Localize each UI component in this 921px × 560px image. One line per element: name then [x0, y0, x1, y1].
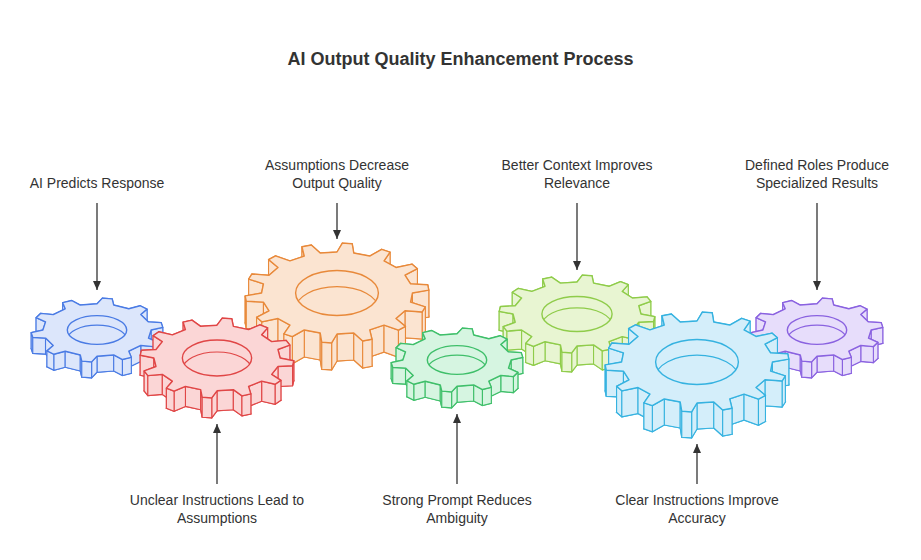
- gear-side: [262, 381, 275, 404]
- gear-hole-wall: [67, 325, 126, 354]
- gear-side: [753, 337, 766, 354]
- gear-side: [766, 338, 774, 361]
- gear-side: [861, 345, 874, 362]
- gear-side: [682, 411, 692, 438]
- gear-label: AI Predicts Response: [0, 174, 202, 192]
- gear-side: [322, 342, 332, 370]
- gear-side: [507, 330, 522, 350]
- leader-arrow: [696, 444, 697, 484]
- gear-hole-wall: [427, 355, 486, 384]
- gear-shape: [602, 309, 792, 441]
- gear-side: [482, 387, 491, 405]
- gear-face: [245, 243, 429, 343]
- gear-side: [622, 388, 638, 417]
- gear-node: Unclear Instructions Lead to Assumptions: [137, 315, 297, 421]
- gear-side: [526, 343, 534, 365]
- gear-shape: [388, 325, 526, 411]
- gear-label: Strong Prompt Reduces Ambiguity: [372, 491, 542, 527]
- gear-shape: [137, 315, 297, 421]
- gear-face: [751, 298, 883, 362]
- gear-side: [122, 357, 131, 375]
- gear-side: [697, 402, 714, 429]
- gear-hole-wall: [182, 352, 251, 388]
- gear-hole: [787, 316, 846, 345]
- gear-side: [644, 403, 652, 432]
- gear-side: [363, 339, 372, 368]
- leader-arrow: [816, 203, 817, 290]
- gear-side: [82, 361, 92, 378]
- gear-side: [758, 395, 765, 425]
- gear-side: [562, 352, 572, 372]
- gear-side: [842, 357, 851, 375]
- gear-hole: [182, 340, 251, 376]
- gear-side: [304, 330, 320, 360]
- gear-side: [242, 394, 251, 416]
- gear-side: [457, 385, 474, 402]
- gear-hole: [67, 316, 126, 345]
- gear-node: Strong Prompt Reduces Ambiguity: [388, 325, 526, 411]
- gear-side: [393, 367, 406, 384]
- gear-side: [767, 351, 774, 370]
- gear-hole-wall: [787, 325, 846, 354]
- leader-arrow: [336, 203, 337, 239]
- gear-label: Unclear Instructions Lead to Assumptions: [112, 491, 322, 527]
- gear-side: [751, 333, 753, 354]
- gear-side: [442, 391, 452, 408]
- gear-face: [605, 312, 789, 412]
- gear-side: [767, 345, 773, 366]
- gear-hole: [427, 346, 486, 375]
- gear-side: [217, 390, 233, 411]
- leader-arrow: [456, 414, 457, 484]
- gear-side: [202, 397, 212, 418]
- gear-label: Better Context Improves Relevance: [492, 156, 662, 192]
- gear-side: [765, 380, 782, 407]
- gear-side: [817, 355, 834, 372]
- leader-arrow: [576, 203, 577, 270]
- gear-label: Assumptions Decrease Output Quality: [252, 156, 422, 192]
- leader-arrow: [96, 203, 97, 290]
- diagram-title: AI Output Quality Enhancement Process: [0, 49, 921, 70]
- gear-hole-wall: [656, 355, 739, 400]
- gear-side: [664, 399, 680, 428]
- gear-side: [262, 319, 278, 349]
- gear-hole-wall: [542, 308, 612, 343]
- gear-side: [723, 408, 732, 436]
- gear-side: [97, 355, 114, 372]
- gear-label: Clear Instructions Improve Accuracy: [602, 491, 792, 527]
- leader-arrow: [216, 424, 217, 484]
- gear-hole: [542, 296, 612, 331]
- gear-side: [337, 333, 354, 361]
- gear-label: Defined Roles Produce Specialized Result…: [732, 156, 902, 192]
- gear-side: [166, 388, 174, 411]
- gear-node: Clear Instructions Improve Accuracy: [602, 309, 792, 441]
- gear-side: [802, 361, 812, 378]
- gear-side: [774, 351, 785, 370]
- gear-face: [391, 328, 523, 392]
- gear-side: [577, 345, 594, 365]
- gear-face: [140, 318, 294, 398]
- gear-hole-wall: [296, 287, 379, 332]
- gear-side: [405, 311, 422, 339]
- gear-side: [284, 334, 292, 364]
- gear-side: [501, 375, 514, 392]
- gear-side: [33, 337, 46, 354]
- gear-side: [148, 374, 162, 395]
